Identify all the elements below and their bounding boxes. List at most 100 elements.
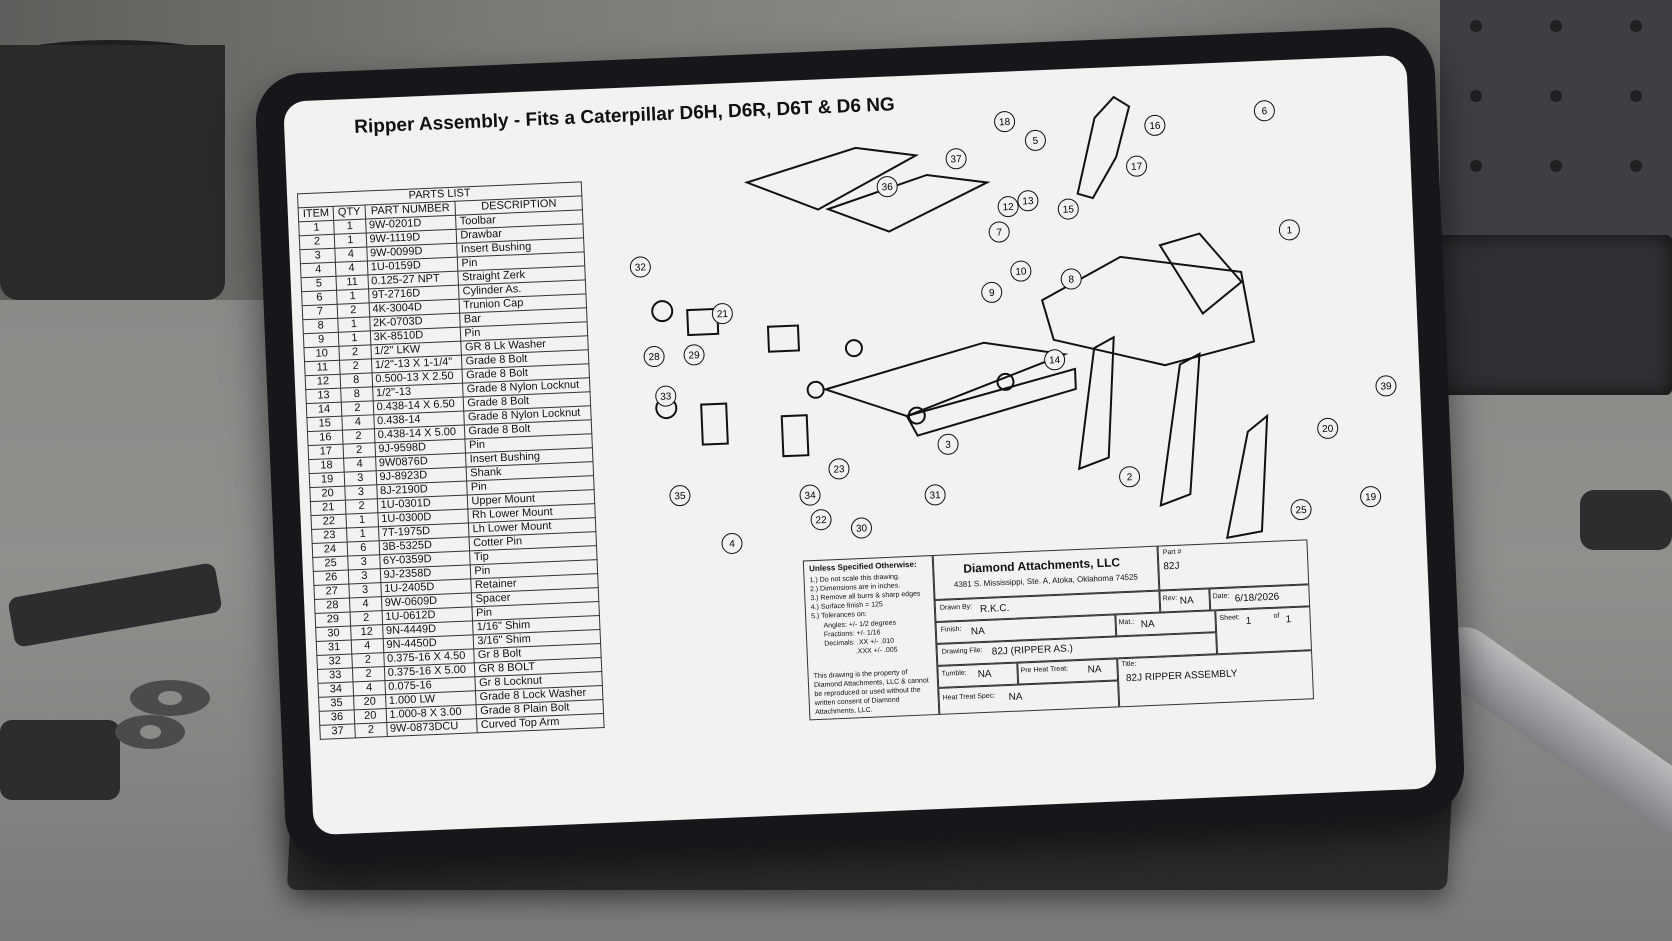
drawn-by-label: Drawn By: (939, 603, 973, 612)
date-label: Date: (1212, 592, 1230, 601)
tumble-value: NA (977, 668, 992, 681)
parts-cell: 25 (312, 556, 349, 572)
drawn-by-value: R.K.C. (979, 602, 1010, 616)
parts-cell: 3 (299, 248, 336, 264)
tumble-label: Tumble: (941, 669, 967, 678)
balloon-circle (981, 281, 1003, 303)
balloon-circle (945, 148, 967, 170)
curved-top-arm-1 (743, 146, 920, 211)
tool-tray (1430, 235, 1672, 395)
parts-cell: 5 (301, 276, 337, 292)
parts-cell: 6 (301, 290, 338, 306)
balloon-circle (1119, 466, 1141, 488)
parts-cell: 35 (318, 695, 355, 712)
parts-cell: 7 (302, 304, 338, 320)
parts-cell: 28 (314, 598, 351, 614)
balloon-circle (1017, 190, 1039, 212)
parts-cell: 1 (346, 526, 379, 543)
parts-cell: 22 (310, 514, 347, 530)
balloon-circle (711, 303, 733, 325)
balloon-label: 35 (674, 491, 686, 502)
sheet-label: Sheet: (1219, 614, 1240, 623)
balloon-label: 20 (1322, 424, 1334, 435)
shank-3 (1225, 413, 1269, 539)
balloon-label: 22 (815, 515, 827, 526)
of-value: 1 (1285, 614, 1292, 626)
washer-1 (130, 680, 210, 716)
balloon-label: 28 (648, 352, 660, 363)
date-value: 6/18/2026 (1234, 591, 1280, 605)
part-label: Part # (1162, 548, 1182, 557)
curved-top-arm-2 (825, 173, 991, 233)
lh-lower-mount (780, 414, 810, 458)
parts-cell: 18 (308, 458, 345, 474)
balloon-label: 6 (1261, 106, 1267, 117)
bolt-lower (0, 720, 120, 800)
parts-cell: 8 (302, 318, 339, 334)
parts-cell: 6 (347, 540, 380, 557)
balloon-label: 10 (1015, 266, 1027, 277)
black-bucket (0, 45, 225, 300)
balloon-circle (1126, 155, 1148, 177)
parts-cell: 3 (344, 484, 377, 501)
tablet: Ripper Assembly - Fits a Caterpillar D6H… (253, 25, 1467, 865)
tablet-screen: Ripper Assembly - Fits a Caterpillar D6H… (283, 54, 1437, 836)
balloon-circle (683, 344, 705, 366)
parts-cell: 2 (352, 666, 385, 682)
parts-cell: 23 (311, 528, 348, 544)
parts-cell: 13 (305, 388, 342, 404)
parts-cell: 2 (343, 442, 376, 459)
balloon-label: 23 (833, 464, 845, 475)
balloon-label: 8 (1068, 274, 1074, 285)
parts-cell: 17 (308, 444, 344, 460)
parts-cell: 1 (298, 220, 335, 236)
balloon-circle (655, 385, 677, 407)
balloon-circle (828, 458, 850, 480)
parts-cell: 3 (347, 554, 380, 571)
drawbar (822, 341, 1069, 418)
socket-tool (1580, 490, 1672, 550)
parts-cell: 4 (351, 638, 384, 654)
balloon-label: 31 (929, 490, 941, 501)
parts-cell: 3 (344, 470, 377, 487)
parts-cell: 8 (340, 372, 373, 389)
parts-cell: 20 (353, 694, 386, 710)
parts-cell: 21 (310, 500, 347, 516)
washer-2 (115, 715, 185, 749)
balloon-label: 34 (804, 490, 816, 501)
rev-value: NA (1179, 595, 1194, 607)
property-note: This drawing is the property of Diamond … (813, 669, 929, 717)
balloon-circle (1057, 198, 1079, 220)
balloon-label: 7 (996, 227, 1002, 238)
balloon-label: 19 (1365, 492, 1377, 503)
parts-cell: 2 (354, 722, 387, 738)
parts-cell: 2 (352, 652, 384, 668)
balloon-circle (1360, 486, 1382, 508)
pin-upper (651, 300, 674, 323)
balloon-label: 33 (660, 391, 672, 402)
preheat-value: NA (1087, 664, 1102, 676)
balloon-circle (937, 433, 959, 455)
part-box (1157, 539, 1310, 591)
parts-cell: 9 (303, 332, 340, 348)
title-block: Unless Specified Otherwise: 1.) Do not s… (802, 539, 1315, 721)
parts-cell: 33 (317, 667, 354, 684)
balloon-circle (799, 484, 821, 506)
finish-label: Finish: (940, 625, 962, 634)
balloon-label: 17 (1131, 161, 1143, 172)
balloon-label: 25 (1295, 505, 1307, 516)
parts-cell: 1 (337, 316, 370, 333)
balloon-circle (810, 509, 832, 531)
balloon-circle (924, 484, 946, 506)
balloon-circle (1024, 129, 1046, 151)
rh-lower-mount (700, 402, 729, 446)
parts-cell: 4 (335, 260, 368, 277)
parts-cell: 8 (340, 386, 373, 403)
balloon-label: 5 (1032, 136, 1038, 147)
sheet-box (1215, 606, 1312, 655)
parts-cell: 2 (345, 498, 378, 515)
balloon-circle (876, 176, 898, 198)
balloon-circle (1253, 100, 1275, 122)
